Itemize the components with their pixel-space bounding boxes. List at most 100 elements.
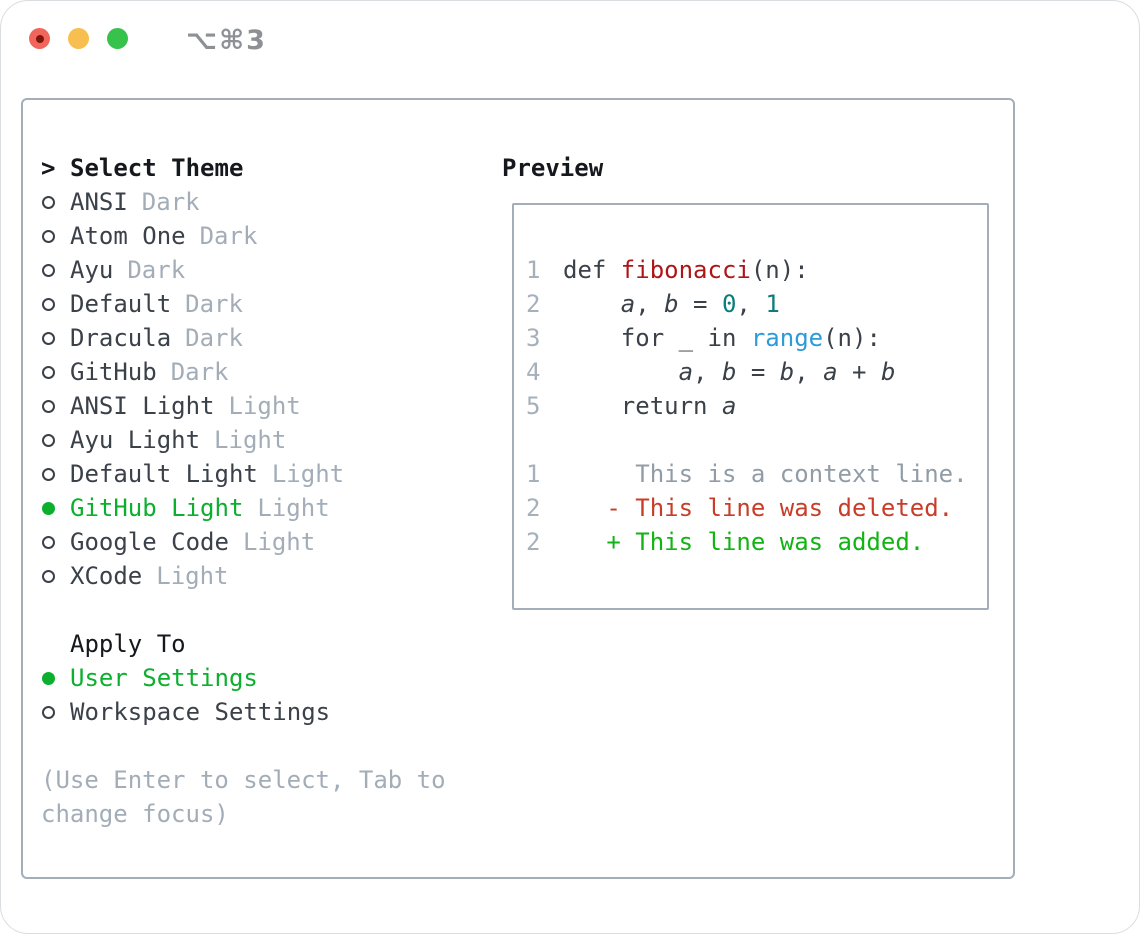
apply-to-option[interactable]: User Settings (41, 661, 460, 695)
code-text: for _ in range(n): (563, 324, 881, 352)
radio-icon (42, 501, 55, 515)
line-number: 1 (526, 256, 541, 284)
code-line: 1 def fibonacci(n): (526, 253, 987, 287)
theme-name: Ayu (70, 256, 114, 284)
radio-icon (42, 569, 55, 583)
theme-column: > Select Theme ANSI Dark Atom One Dark Ay… (41, 151, 460, 831)
theme-variant-label: Dark (127, 256, 186, 284)
theme-name: Ayu Light (70, 426, 201, 454)
theme-list-item[interactable]: GitHub Light Light (41, 491, 460, 525)
diff-line: 1 This is a context line. (526, 457, 987, 491)
theme-name: XCode (70, 562, 143, 590)
theme-list-item[interactable]: Ayu Light Light (41, 423, 460, 457)
theme-name: Default (70, 290, 172, 318)
radio-icon (42, 705, 55, 719)
radio-icon (42, 535, 55, 549)
theme-name: Google Code (70, 528, 229, 556)
theme-variant-label: Light (271, 460, 345, 488)
titlebar: ⌥⌘3 (1, 1, 1139, 97)
radio-icon (42, 433, 55, 447)
spacer (41, 729, 460, 763)
code-line: 5 return a (526, 389, 987, 423)
theme-list-item[interactable]: GitHub Dark (41, 355, 460, 389)
code-text: a, b = 0, 1 (620, 290, 780, 318)
diff-line: 2 + This line was added. (526, 525, 987, 559)
zoom-button[interactable] (107, 28, 128, 49)
radio-icon (42, 671, 55, 685)
close-button[interactable] (29, 28, 50, 49)
window-title-shortcut: ⌥⌘3 (186, 25, 267, 56)
code-text: def fibonacci(n): (563, 256, 809, 284)
theme-name: Dracula (70, 324, 172, 352)
theme-picker-panel: > Select Theme ANSI Dark Atom One Dark Ay… (21, 98, 1015, 879)
theme-list-item[interactable]: Google Code Light (41, 525, 460, 559)
diff-preview: 1 This is a context line. 2 - This line … (526, 457, 987, 559)
theme-list-item[interactable]: ANSI Dark (41, 185, 460, 219)
apply-to-list: User Settings Workspace Settings (41, 661, 460, 729)
focus-caret-icon: > (41, 154, 56, 182)
theme-name: GitHub (70, 358, 157, 386)
preview-header: Preview (502, 154, 604, 182)
preview-box: 1 def fibonacci(n): 2 a, b = 0, 1 3 for … (512, 203, 989, 610)
theme-name: GitHub Light (70, 494, 244, 522)
code-preview: 1 def fibonacci(n): 2 a, b = 0, 1 3 for … (526, 253, 987, 423)
line-number: 3 (526, 324, 541, 352)
radio-icon (42, 195, 55, 209)
theme-variant-label: Dark (199, 222, 258, 250)
theme-variant-label: Light (156, 562, 229, 590)
theme-name: ANSI Light (70, 392, 215, 420)
theme-list-item[interactable]: Default Light Light (41, 457, 460, 491)
theme-name: Default Light (70, 460, 258, 488)
line-number: 2 (526, 290, 541, 318)
apply-to-header: Apply To (70, 630, 186, 658)
apply-to-option[interactable]: Workspace Settings (41, 695, 460, 729)
diff-text: This is a context line. (563, 460, 968, 488)
theme-name: ANSI (70, 188, 128, 216)
diff-text: + This line was added. (563, 528, 925, 556)
select-theme-header: > Select Theme (41, 151, 460, 185)
minimize-button[interactable] (68, 28, 89, 49)
radio-icon (42, 331, 55, 345)
radio-icon (42, 399, 55, 413)
theme-variant-label: Light (214, 426, 287, 454)
code-line: 4 a, b = b, a + b (526, 355, 987, 389)
theme-variant-label: Light (228, 392, 301, 420)
diff-text: - This line was deleted. (563, 494, 954, 522)
apply-to-label: User Settings (70, 664, 258, 692)
theme-name: Atom One (70, 222, 186, 250)
apply-to-label: Workspace Settings (70, 698, 331, 726)
radio-icon (42, 229, 55, 243)
line-number: 4 (526, 358, 541, 386)
radio-icon (42, 467, 55, 481)
code-text: a, b = b, a + b (678, 358, 896, 386)
select-theme-title: Select Theme (70, 154, 244, 182)
hint-text: (Use Enter to select, Tab to change focu… (41, 766, 446, 828)
theme-variant-label: Light (257, 494, 330, 522)
diff-line: 2 - This line was deleted. (526, 491, 987, 525)
theme-list-item[interactable]: Default Dark (41, 287, 460, 321)
line-number: 1 (526, 460, 541, 488)
code-text: return a (563, 392, 737, 420)
code-line: 3 for _ in range(n): (526, 321, 987, 355)
close-dot-icon (35, 34, 44, 43)
theme-variant-label: Dark (141, 188, 200, 216)
theme-list-item[interactable]: Ayu Dark (41, 253, 460, 287)
radio-icon (42, 263, 55, 277)
theme-list-item[interactable]: ANSI Light Light (41, 389, 460, 423)
theme-variant-label: Dark (185, 324, 243, 352)
theme-variant-label: Dark (170, 358, 229, 386)
theme-list-item[interactable]: Atom One Dark (41, 219, 460, 253)
line-number: 5 (526, 392, 541, 420)
theme-list-item[interactable]: Dracula Dark (41, 321, 460, 355)
radio-icon (42, 297, 55, 311)
spacer (41, 593, 460, 627)
theme-variant-label: Light (242, 528, 316, 556)
line-number: 2 (526, 494, 541, 522)
theme-list: ANSI Dark Atom One Dark Ayu Dark Default… (41, 185, 460, 593)
preview-column: Preview (502, 151, 603, 185)
theme-list-item[interactable]: XCode Light (41, 559, 460, 593)
theme-variant-label: Dark (185, 290, 243, 318)
radio-icon (42, 365, 55, 379)
line-number: 2 (526, 528, 541, 556)
